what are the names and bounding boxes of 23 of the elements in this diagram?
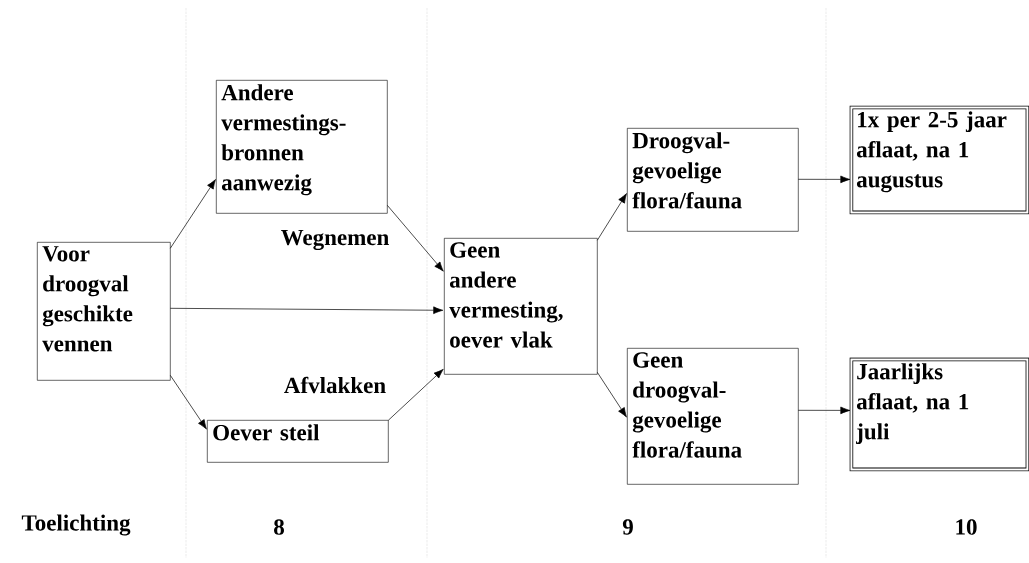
arrow — [169, 306, 444, 314]
arrow — [387, 368, 444, 421]
column-number: 9 — [622, 519, 633, 535]
process-box: Voor droogval geschikte vennen — [37, 242, 171, 381]
process-box: Jaarlijks aflaat, na 1 juli — [849, 357, 1029, 472]
process-box: 1x per 2-5 jaar aflaat, na 1 augustus — [849, 105, 1029, 215]
arrow — [386, 204, 444, 272]
edge-label: Wegnemen — [279, 228, 391, 252]
process-box: Geen andere vermesting, oever vlak — [444, 238, 598, 375]
process-box: Droogval-gevoelige flora/fauna — [627, 128, 799, 232]
arrow — [797, 406, 851, 415]
edge-label: Afvlakken — [282, 375, 388, 395]
column-number: 10 — [956, 519, 977, 535]
arrow — [169, 374, 207, 430]
arrow — [797, 175, 851, 184]
process-box: Oever steil — [207, 420, 389, 463]
arrow — [169, 179, 216, 249]
process-box: Geen droogval-gevoelige flora/fauna — [627, 348, 799, 485]
process-box: Andere vermestings-bronnen aanwezig — [216, 80, 388, 214]
column-number: 8 — [274, 519, 284, 535]
section-label: Toelichting — [21, 514, 131, 536]
arrow — [596, 193, 627, 241]
arrow — [596, 371, 627, 418]
